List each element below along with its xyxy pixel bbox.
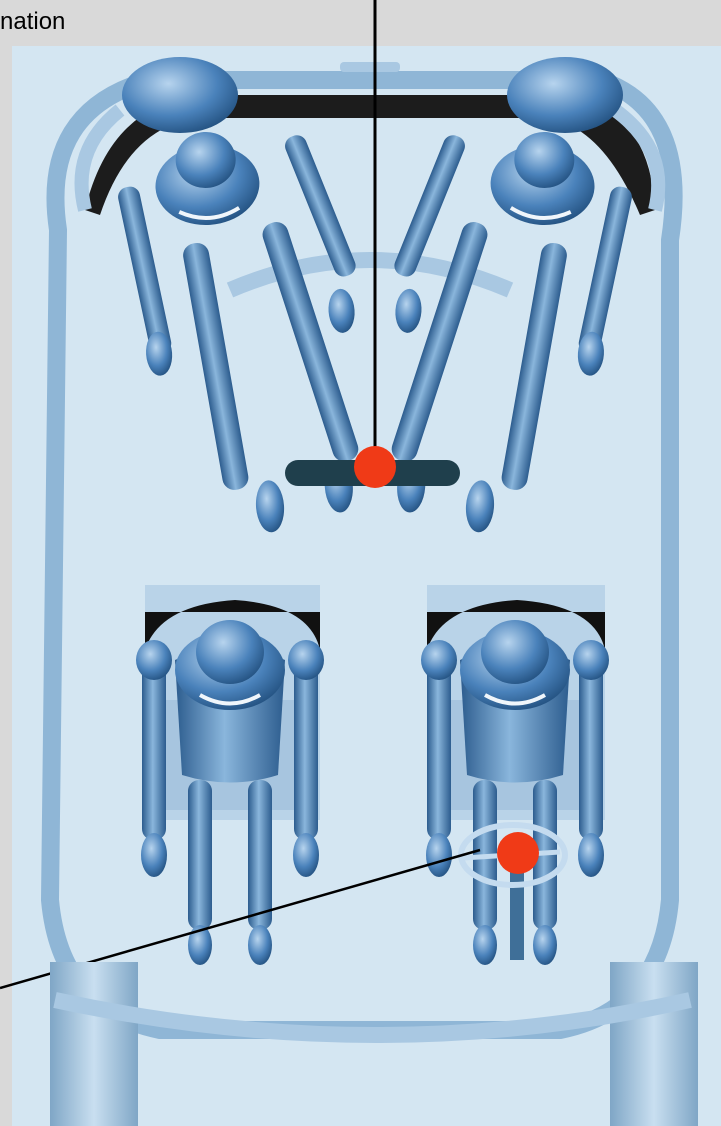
headrest-rear-right (507, 57, 623, 133)
front-pillar-right (610, 962, 698, 1126)
sensor-marker-center (354, 446, 396, 488)
front-pillar-left (50, 962, 138, 1126)
headrest-rear-left (122, 57, 238, 133)
sensor-marker-wheel (497, 832, 539, 874)
